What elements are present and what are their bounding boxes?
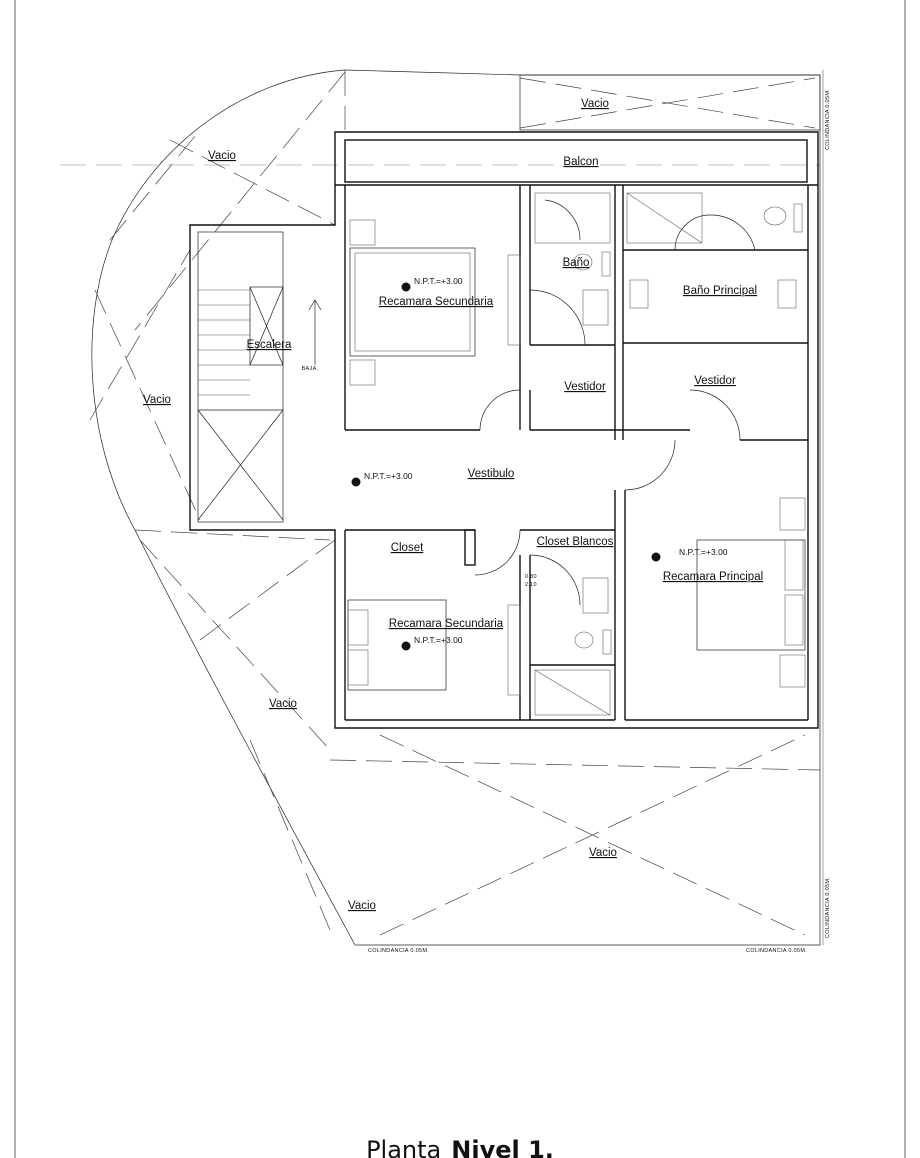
room-label-closet: Closet (391, 542, 424, 554)
room-label-vestibulo: Vestibulo (468, 468, 515, 480)
room-label-vestidor-1: Vestidor (564, 381, 606, 393)
room-label-vacio-w: Vacio (143, 394, 171, 406)
doors (474, 199, 756, 606)
building-walls (189, 131, 819, 729)
room-label-closet-blancos: Closet Blancos (537, 536, 614, 548)
void-hatch (60, 70, 821, 936)
stair (197, 231, 322, 523)
level-label-1: N.P.T.=+3.00 (414, 276, 463, 286)
void-outer-outline (344, 69, 821, 946)
door-dim-height: 2.10 (525, 582, 537, 588)
room-label-recamara-principal: Recamara Principal (663, 571, 763, 583)
room-label-bano: Baño (563, 257, 590, 269)
room-label-escalera: Escalera (247, 339, 292, 351)
caption-prefix: Planta (366, 1136, 442, 1158)
room-label-vacio-top: Vacio (581, 98, 609, 110)
boundary-label-right-top: COLINDANCIA 0.05M. (825, 89, 831, 150)
room-label-vacio-bottom: Vacio (589, 847, 617, 859)
sheet-border (14, 0, 906, 1158)
room-label-vacio-sw: Vacio (269, 698, 297, 710)
stair-direction-label: BAJA. (302, 366, 319, 372)
room-label-vacio-nw: Vacio (208, 150, 236, 162)
level-label-4: N.P.T.=+3.00 (414, 635, 463, 645)
level-markers (351, 282, 661, 651)
room-label-bano-principal: Baño Principal (683, 285, 757, 297)
furniture (347, 192, 806, 716)
void-curved-outline (91, 69, 356, 946)
level-label-2: N.P.T.=+3.00 (364, 471, 413, 481)
boundary-label-right-bottom: COLINDANCIA 0.05M. (825, 877, 831, 938)
room-label-recamara-secundaria-top: Recamara Secundaria (379, 296, 494, 308)
boundary-label-bottom-left: COLINDANCIA 0.05M. (368, 948, 429, 954)
room-label-vestidor-2: Vestidor (694, 375, 736, 387)
room-label-balcon: Balcon (563, 156, 598, 168)
door-dim-width: 0.80 (525, 574, 537, 580)
top-void-box (519, 74, 821, 131)
caption-level: Nivel 1. (451, 1136, 554, 1158)
room-label-vacio-corner: Vacio (348, 900, 376, 912)
level-label-3: N.P.T.=+3.00 (679, 547, 728, 557)
room-label-recamara-secundaria-bottom: Recamara Secundaria (389, 618, 504, 630)
boundary-label-bottom-right: COLINDANCIA 0.05M. (746, 948, 807, 954)
plan-caption: Planta Nivel 1. (0, 1136, 920, 1158)
